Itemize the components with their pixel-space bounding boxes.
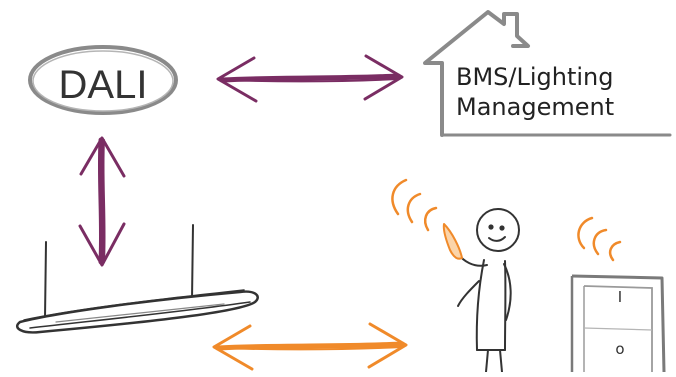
luminaire-icon bbox=[15, 224, 259, 334]
dali-badge: DALI bbox=[28, 45, 178, 115]
bms-house-icon: BMS/Lighting Management bbox=[423, 10, 672, 137]
wireless-signal-icon bbox=[391, 178, 438, 232]
dali-luminaire-arrow bbox=[78, 136, 126, 267]
switch-off-label: o bbox=[615, 340, 624, 358]
bms-title-line2: Management bbox=[456, 93, 614, 121]
person-icon bbox=[455, 208, 520, 373]
phone-icon bbox=[442, 223, 463, 260]
bms-title-line1: BMS/Lighting bbox=[456, 63, 614, 91]
wireless-arrow bbox=[212, 322, 408, 371]
switch-on-label: I bbox=[618, 288, 622, 306]
dali-bms-arrow bbox=[216, 54, 404, 103]
wall-switch-icon: I o bbox=[570, 274, 666, 373]
dali-label: DALI bbox=[59, 63, 148, 107]
switch-signal-icon bbox=[577, 216, 622, 262]
